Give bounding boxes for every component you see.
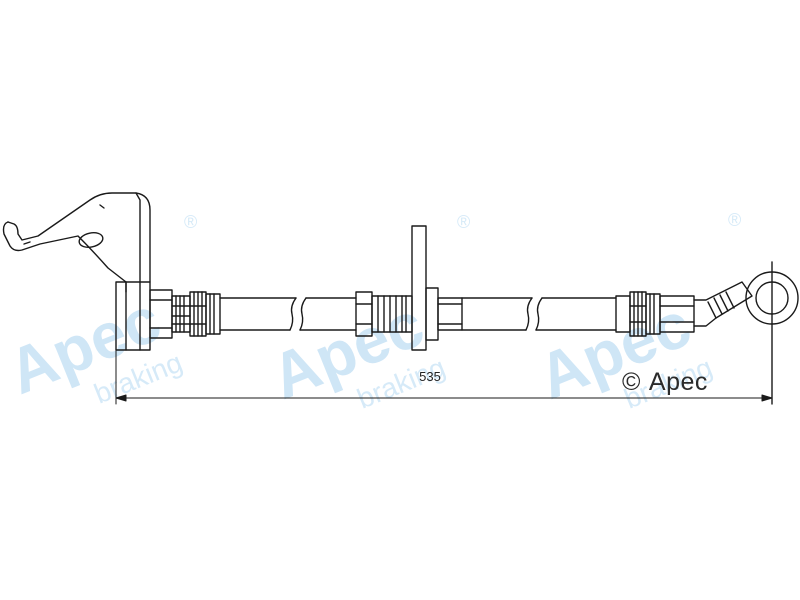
hose-segment-left (219, 297, 357, 331)
left-bracket (2, 192, 151, 293)
center-fitting (355, 225, 463, 351)
left-fitting (115, 281, 221, 351)
watermark-registered: ® (728, 210, 741, 230)
dimension-length-label: 535 (419, 369, 441, 384)
copyright-notice: ©Apec (622, 368, 708, 397)
bracket-hole (78, 232, 104, 248)
watermark-registered: ® (184, 212, 197, 232)
watermark-right: Apec braking (528, 288, 716, 415)
watermark-left: Apec braking (0, 283, 187, 410)
hose-segment-right (461, 297, 617, 331)
copyright-symbol: © (622, 368, 641, 396)
watermark-registered: ® (457, 212, 470, 232)
dimension-line (115, 349, 773, 405)
banjo-eye (745, 261, 799, 405)
right-fitting (615, 281, 753, 337)
copyright-owner: Apec (648, 368, 708, 396)
